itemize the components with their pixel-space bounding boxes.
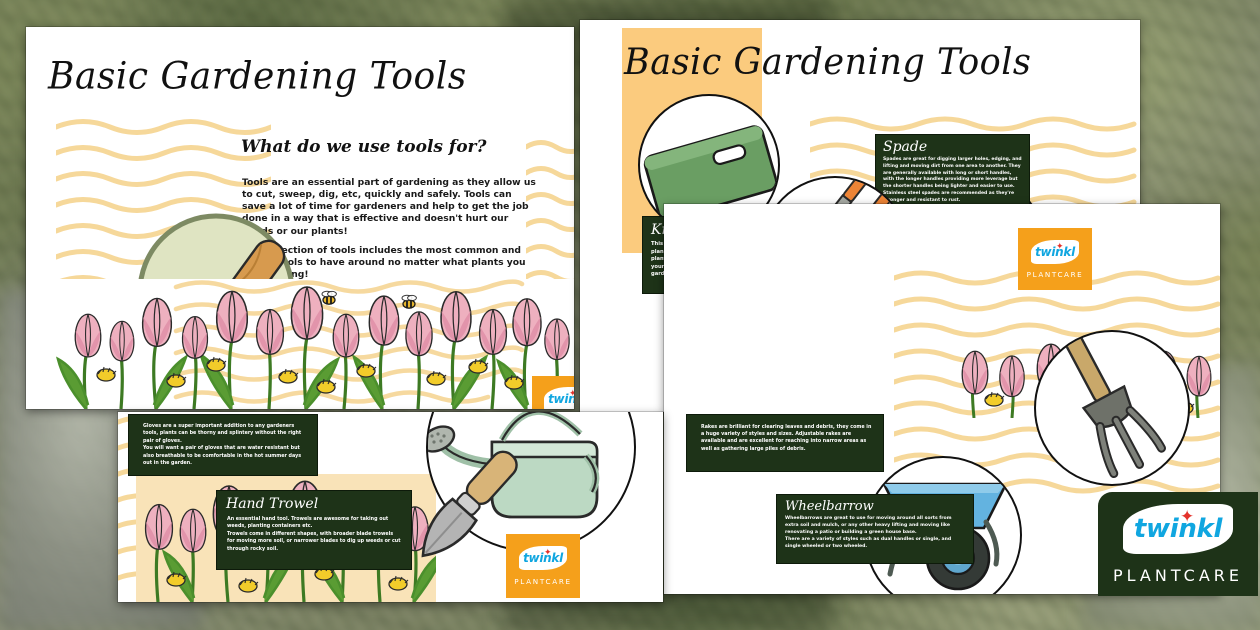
garden-fork-illustration <box>1034 330 1190 486</box>
page-title: Basic Gardening Tools <box>48 55 467 98</box>
intro-paragraph-1: Tools are an essential part of gardening… <box>242 177 536 237</box>
star-icon: ✦ <box>1180 506 1195 526</box>
plantcare-wordmark-large: PLANTCARE <box>1112 565 1244 585</box>
twinkl-leaf-logo: twinkl ✦ <box>1031 239 1079 264</box>
leaf-shape-icon <box>1123 503 1233 554</box>
poster-page-1[interactable]: Basic Gardening Tools What do we use too… <box>26 27 574 409</box>
card-spade-heading: Spade <box>883 139 928 155</box>
star-icon: ✦ <box>1056 240 1064 251</box>
twinkl-wordmark: twinkl <box>1133 513 1223 544</box>
leaf-shape-icon <box>519 546 567 570</box>
star-icon: ✦ <box>544 547 552 557</box>
twinkl-leaf-logo: twinkl ✦ <box>519 546 567 570</box>
twinkl-wordmark: twinkl <box>548 392 574 406</box>
twinkl-wordmark: twinkl <box>523 551 563 565</box>
twinkl-badge-page-1[interactable]: twinkl ✦ PLANTCARE <box>532 376 574 409</box>
card-wheelbarrow-body: Wheelbarrows are great to use for moving… <box>785 516 952 549</box>
card-rake: Rakes are brilliant for clearing leaves … <box>686 414 884 472</box>
page-2-title: Basic Gardening Tools <box>624 42 1032 84</box>
card-gloves: Gloves are a super important addition to… <box>128 414 318 476</box>
plantcare-wordmark: PLANTCARE <box>514 577 572 586</box>
card-wheelbarrow-heading: Wheelbarrow <box>785 499 874 514</box>
twinkl-badge-page-3[interactable]: twinkl ✦ PLANTCARE <box>506 534 580 598</box>
card-spade: Spade Spades are great for digging large… <box>875 134 1030 206</box>
plantcare-wordmark: PLANTCARE <box>1026 269 1084 279</box>
tulip-meadow-illustration <box>26 279 574 409</box>
twinkl-leaf-logo: twinkl ✦ <box>544 387 574 409</box>
hand-trowel-illustration <box>421 450 518 558</box>
card-hand-trowel: Hand Trowel An essential hand tool. Trow… <box>216 490 412 570</box>
card-rake-body: Rakes are brilliant for clearing leaves … <box>701 425 872 452</box>
card-spade-body: Spades are great for digging larger hole… <box>883 157 1022 203</box>
poster-page-3[interactable]: Gloves are a super important addition to… <box>118 412 663 602</box>
card-gloves-body: Gloves are a super important addition to… <box>143 424 302 467</box>
card-hand-trowel-heading: Hand Trowel <box>226 496 319 512</box>
leaf-shape-icon <box>1031 239 1079 264</box>
star-icon: ✦ <box>569 388 574 398</box>
twinkl-badge-page-4[interactable]: twinkl ✦ PLANTCARE <box>1018 228 1092 290</box>
twinkl-wordmark: twinkl <box>1035 244 1075 259</box>
card-wheelbarrow: Wheelbarrow Wheelbarrows are great to us… <box>776 494 974 564</box>
twinkl-leaf-logo-large: twinkl ✦ <box>1123 503 1233 554</box>
twinkl-plantcare-logo[interactable]: twinkl ✦ PLANTCARE <box>1098 492 1258 596</box>
leaf-shape-icon <box>544 387 574 409</box>
bee-icon-left <box>321 290 338 306</box>
card-hand-trowel-body: An essential hand tool. Trowels are awes… <box>227 517 401 552</box>
page-subtitle: What do we use tools for? <box>241 137 487 157</box>
bee-icon-right <box>401 294 418 310</box>
